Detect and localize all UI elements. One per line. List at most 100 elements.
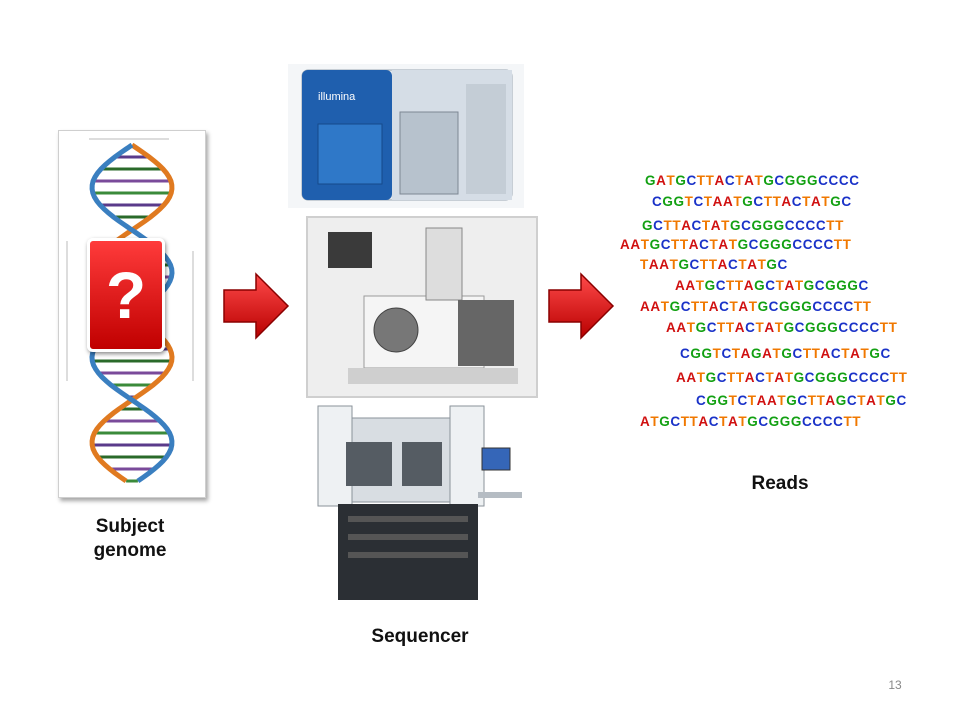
base-letter: G (793, 370, 805, 385)
base-letter: T (807, 393, 817, 408)
base-letter: T (754, 173, 764, 188)
base-letter: G (757, 299, 769, 314)
base-letter: A (744, 173, 755, 188)
read-sequence: ATGCTTACTATGCGGGCCCCTT (640, 414, 861, 430)
base-letter: A (676, 320, 687, 335)
base-letter: T (691, 299, 700, 314)
base-letter: T (640, 257, 649, 272)
base-letter: C (830, 346, 842, 361)
base-letter: G (784, 173, 796, 188)
base-letter: G (662, 194, 674, 209)
base-letter: C (715, 278, 727, 293)
base-letter: T (701, 218, 711, 233)
base-letter: C (765, 278, 776, 293)
read-sequence: CGGTCTAATGCTTACTATGC (652, 194, 852, 210)
base-letter: C (896, 393, 907, 408)
base-letter: T (679, 237, 689, 252)
base-letter: G (847, 278, 859, 293)
base-letter: C (797, 393, 808, 408)
base-letter: T (640, 237, 650, 252)
base-letter: T (777, 393, 787, 408)
base-letter: A (712, 194, 724, 209)
base-letter: A (723, 194, 734, 209)
base-letter: T (842, 237, 852, 252)
base-letter: T (731, 346, 741, 361)
base-letter: C (774, 173, 785, 188)
base-letter: G (751, 218, 763, 233)
base-letter: T (802, 346, 812, 361)
base-letter: G (706, 393, 718, 408)
slide-number: 13 (888, 678, 902, 692)
base-letter: C (879, 370, 890, 385)
base-letter: C (802, 414, 813, 429)
base-letter: A (850, 346, 861, 361)
base-letter: T (794, 278, 804, 293)
base-letter: C (768, 299, 780, 314)
base-letter: T (708, 257, 718, 272)
base-letter: G (762, 218, 774, 233)
base-letter: G (754, 278, 766, 293)
base-letter: T (748, 299, 758, 314)
right-arrow-icon (548, 272, 615, 340)
base-letter: C (653, 218, 664, 233)
base-letter: T (684, 194, 694, 209)
read-sequence: GCTTACTATGCGGGCCCCTT (642, 218, 844, 234)
base-letter: C (804, 370, 816, 385)
base-letter: T (689, 414, 699, 429)
base-letter: T (747, 393, 757, 408)
base-letter: G (742, 194, 754, 209)
base-letter: A (738, 299, 749, 314)
base-letter: C (846, 393, 858, 408)
base-letter: A (685, 278, 696, 293)
base-letter: A (686, 370, 697, 385)
base-letter: G (781, 237, 793, 252)
base-letter: G (659, 414, 671, 429)
base-letter: G (695, 320, 707, 335)
base-letter: C (815, 218, 827, 233)
base-letter: G (747, 414, 759, 429)
base-letter: C (719, 299, 730, 314)
base-letter: T (699, 257, 709, 272)
base-letter: A (767, 393, 778, 408)
base-letter: T (835, 218, 844, 233)
base-letter: T (712, 346, 722, 361)
base-letter: G (869, 346, 881, 361)
base-letter: C (758, 414, 769, 429)
base-letter: C (689, 257, 700, 272)
base-letter: T (725, 320, 735, 335)
base-letter: A (718, 237, 729, 252)
base-letter: T (705, 173, 715, 188)
base-letter: T (695, 278, 705, 293)
base-letter: C (858, 370, 870, 385)
base-letter: T (727, 370, 736, 385)
sequencer-machine-image (312, 404, 526, 606)
base-letter: T (721, 218, 730, 233)
base-letter: G (704, 278, 716, 293)
read-sequence: TAATGCTTACTATGC (640, 257, 788, 273)
base-letter: A (762, 346, 773, 361)
read-sequence: AATGCTTAGCTATGCGGGC (675, 278, 869, 294)
base-letter: C (691, 218, 702, 233)
base-letter: T (660, 299, 670, 314)
base-letter: A (717, 257, 728, 272)
base-letter: A (688, 237, 700, 252)
base-letter: C (849, 173, 860, 188)
base-letter: T (852, 414, 862, 429)
base-letter: C (755, 370, 766, 385)
read-sequence: AATGCTTACTATGCGGGCCCCTT (620, 237, 852, 253)
base-letter: A (743, 278, 755, 293)
base-letter: C (784, 218, 796, 233)
base-letter: A (740, 346, 752, 361)
base-letter: C (680, 299, 692, 314)
base-letter: T (735, 173, 745, 188)
read-sequence: GATGCTTACTATGCGGGCCCC (645, 173, 860, 189)
read-sequence: CGGTCTAGATGCTTACTATGC (680, 346, 891, 362)
base-letter: T (860, 346, 870, 361)
base-letter: A (620, 237, 631, 252)
base-letter: T (826, 218, 836, 233)
base-letter: C (792, 237, 803, 252)
base-letter: C (696, 393, 707, 408)
base-letter: T (898, 370, 908, 385)
base-letter: C (724, 173, 736, 188)
base-letter: T (669, 257, 679, 272)
